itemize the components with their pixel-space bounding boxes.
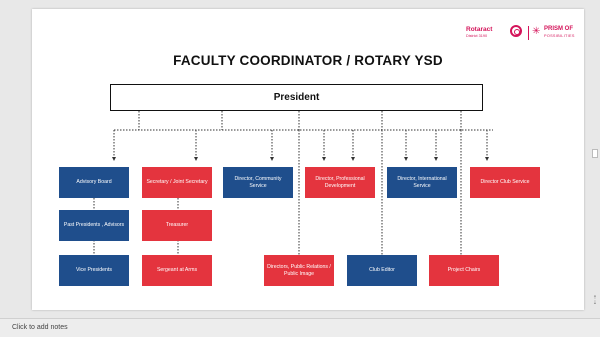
scrollbar-thumb[interactable]	[592, 149, 598, 158]
prism-burst-icon: ✳	[532, 26, 541, 37]
role-club-editor[interactable]: Club Editor	[347, 255, 417, 286]
slide-canvas[interactable]: Rotaract District 3190 ✳ PRISM OF POSSIB…	[32, 9, 584, 310]
role-director-community-service[interactable]: Director, Community Service	[223, 167, 293, 198]
role-directors-public-relations[interactable]: Directors, Public Relations / Public Ima…	[264, 255, 334, 286]
connector-lines	[93, 111, 493, 256]
president-box[interactable]: President	[110, 84, 483, 111]
role-project-chairs[interactable]: Project Chairs	[429, 255, 499, 286]
notes-placeholder[interactable]: Click to add notes	[12, 324, 68, 331]
role-director-international-service[interactable]: Director, International Service	[387, 167, 457, 198]
logo-divider	[528, 26, 529, 40]
slide-title: FACULTY COORDINATOR / ROTARY YSD	[173, 53, 443, 68]
rotaract-logo: Rotaract District 3190	[466, 26, 493, 38]
prism-logo: PRISM OF POSSIBILITIES	[544, 26, 575, 38]
role-advisory-board[interactable]: Advisory Board	[59, 167, 129, 198]
role-past-presidents[interactable]: Past Presidents , Advisors	[59, 210, 129, 241]
role-treasurer[interactable]: Treasurer	[142, 210, 212, 241]
rotary-wheel-icon	[510, 25, 522, 37]
slide-nav-arrows-icon[interactable]: ⇡⇣	[592, 295, 598, 306]
role-director-club-service[interactable]: Director Club Service	[470, 167, 540, 198]
role-sergeant-at-arms[interactable]: Sergeant at Arms	[142, 255, 212, 286]
role-director-professional-development[interactable]: Director, Professional Development	[305, 167, 375, 198]
role-vice-presidents[interactable]: Vice Presidents	[59, 255, 129, 286]
role-secretary[interactable]: Secretary / Joint Secretary	[142, 167, 212, 198]
notes-pane[interactable]: Click to add notes	[0, 318, 600, 337]
